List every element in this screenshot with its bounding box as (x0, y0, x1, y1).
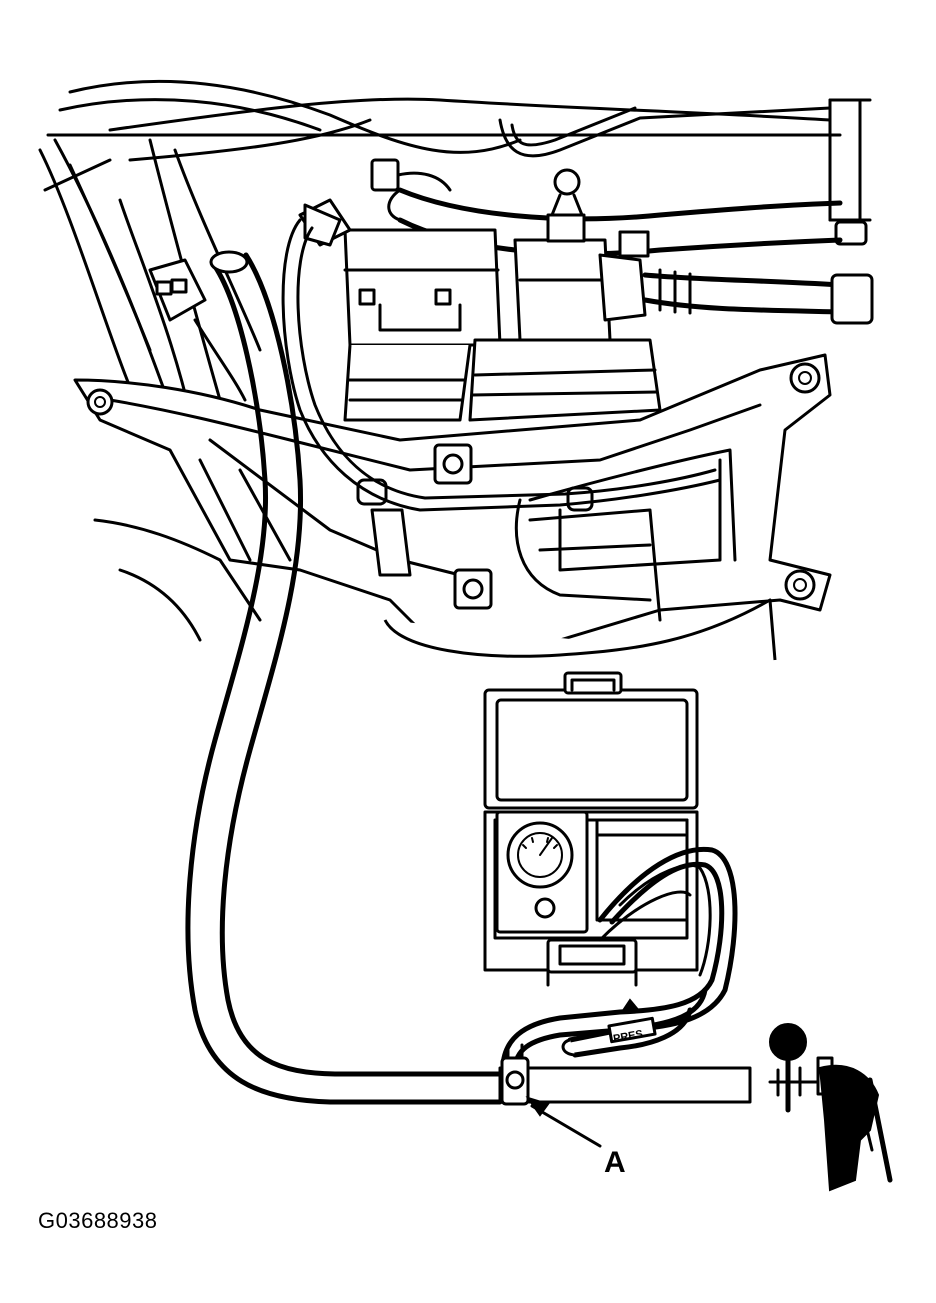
callout-label-a: A (604, 1146, 626, 1179)
filler-neck-hose (185, 250, 503, 1105)
evap-canister-right (468, 238, 874, 422)
tester-hoses: PRES (500, 846, 738, 1073)
upper-pipes (38, 80, 872, 462)
evap-canister-left (298, 198, 502, 422)
hose-pres-label: PRES (612, 1028, 644, 1045)
callout-leader (525, 1096, 602, 1148)
evap-tester-case (483, 671, 699, 987)
purge-valve (546, 168, 650, 258)
vacuum-line (281, 218, 722, 512)
line-clips (148, 203, 594, 577)
tee-fitting (498, 1043, 752, 1106)
figure-id: G03688938 (38, 1208, 158, 1233)
hose-connector-top (370, 158, 452, 192)
air-supply-nozzle (768, 1023, 893, 1192)
